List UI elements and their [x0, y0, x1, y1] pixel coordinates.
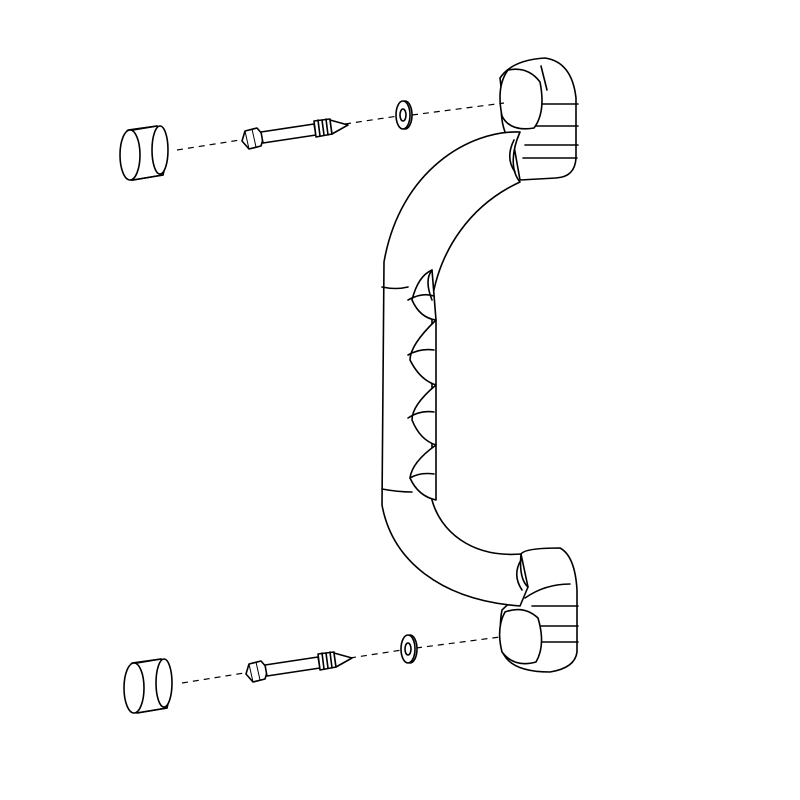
- grab-bar-bottom-mount: [498, 547, 579, 673]
- washer-top-icon: [395, 100, 413, 130]
- grab-bar-grip: [407, 269, 437, 501]
- grab-bar-top-mount: [499, 57, 579, 181]
- washer-bottom-icon: [400, 634, 418, 664]
- end-cap-top-icon: [119, 125, 169, 181]
- grab-bar-arch: [381, 131, 529, 607]
- screw-bottom-icon: [245, 651, 353, 683]
- end-cap-bottom-icon: [123, 658, 173, 714]
- screw-top-icon: [241, 118, 349, 150]
- grab-bar-icon: [381, 57, 579, 673]
